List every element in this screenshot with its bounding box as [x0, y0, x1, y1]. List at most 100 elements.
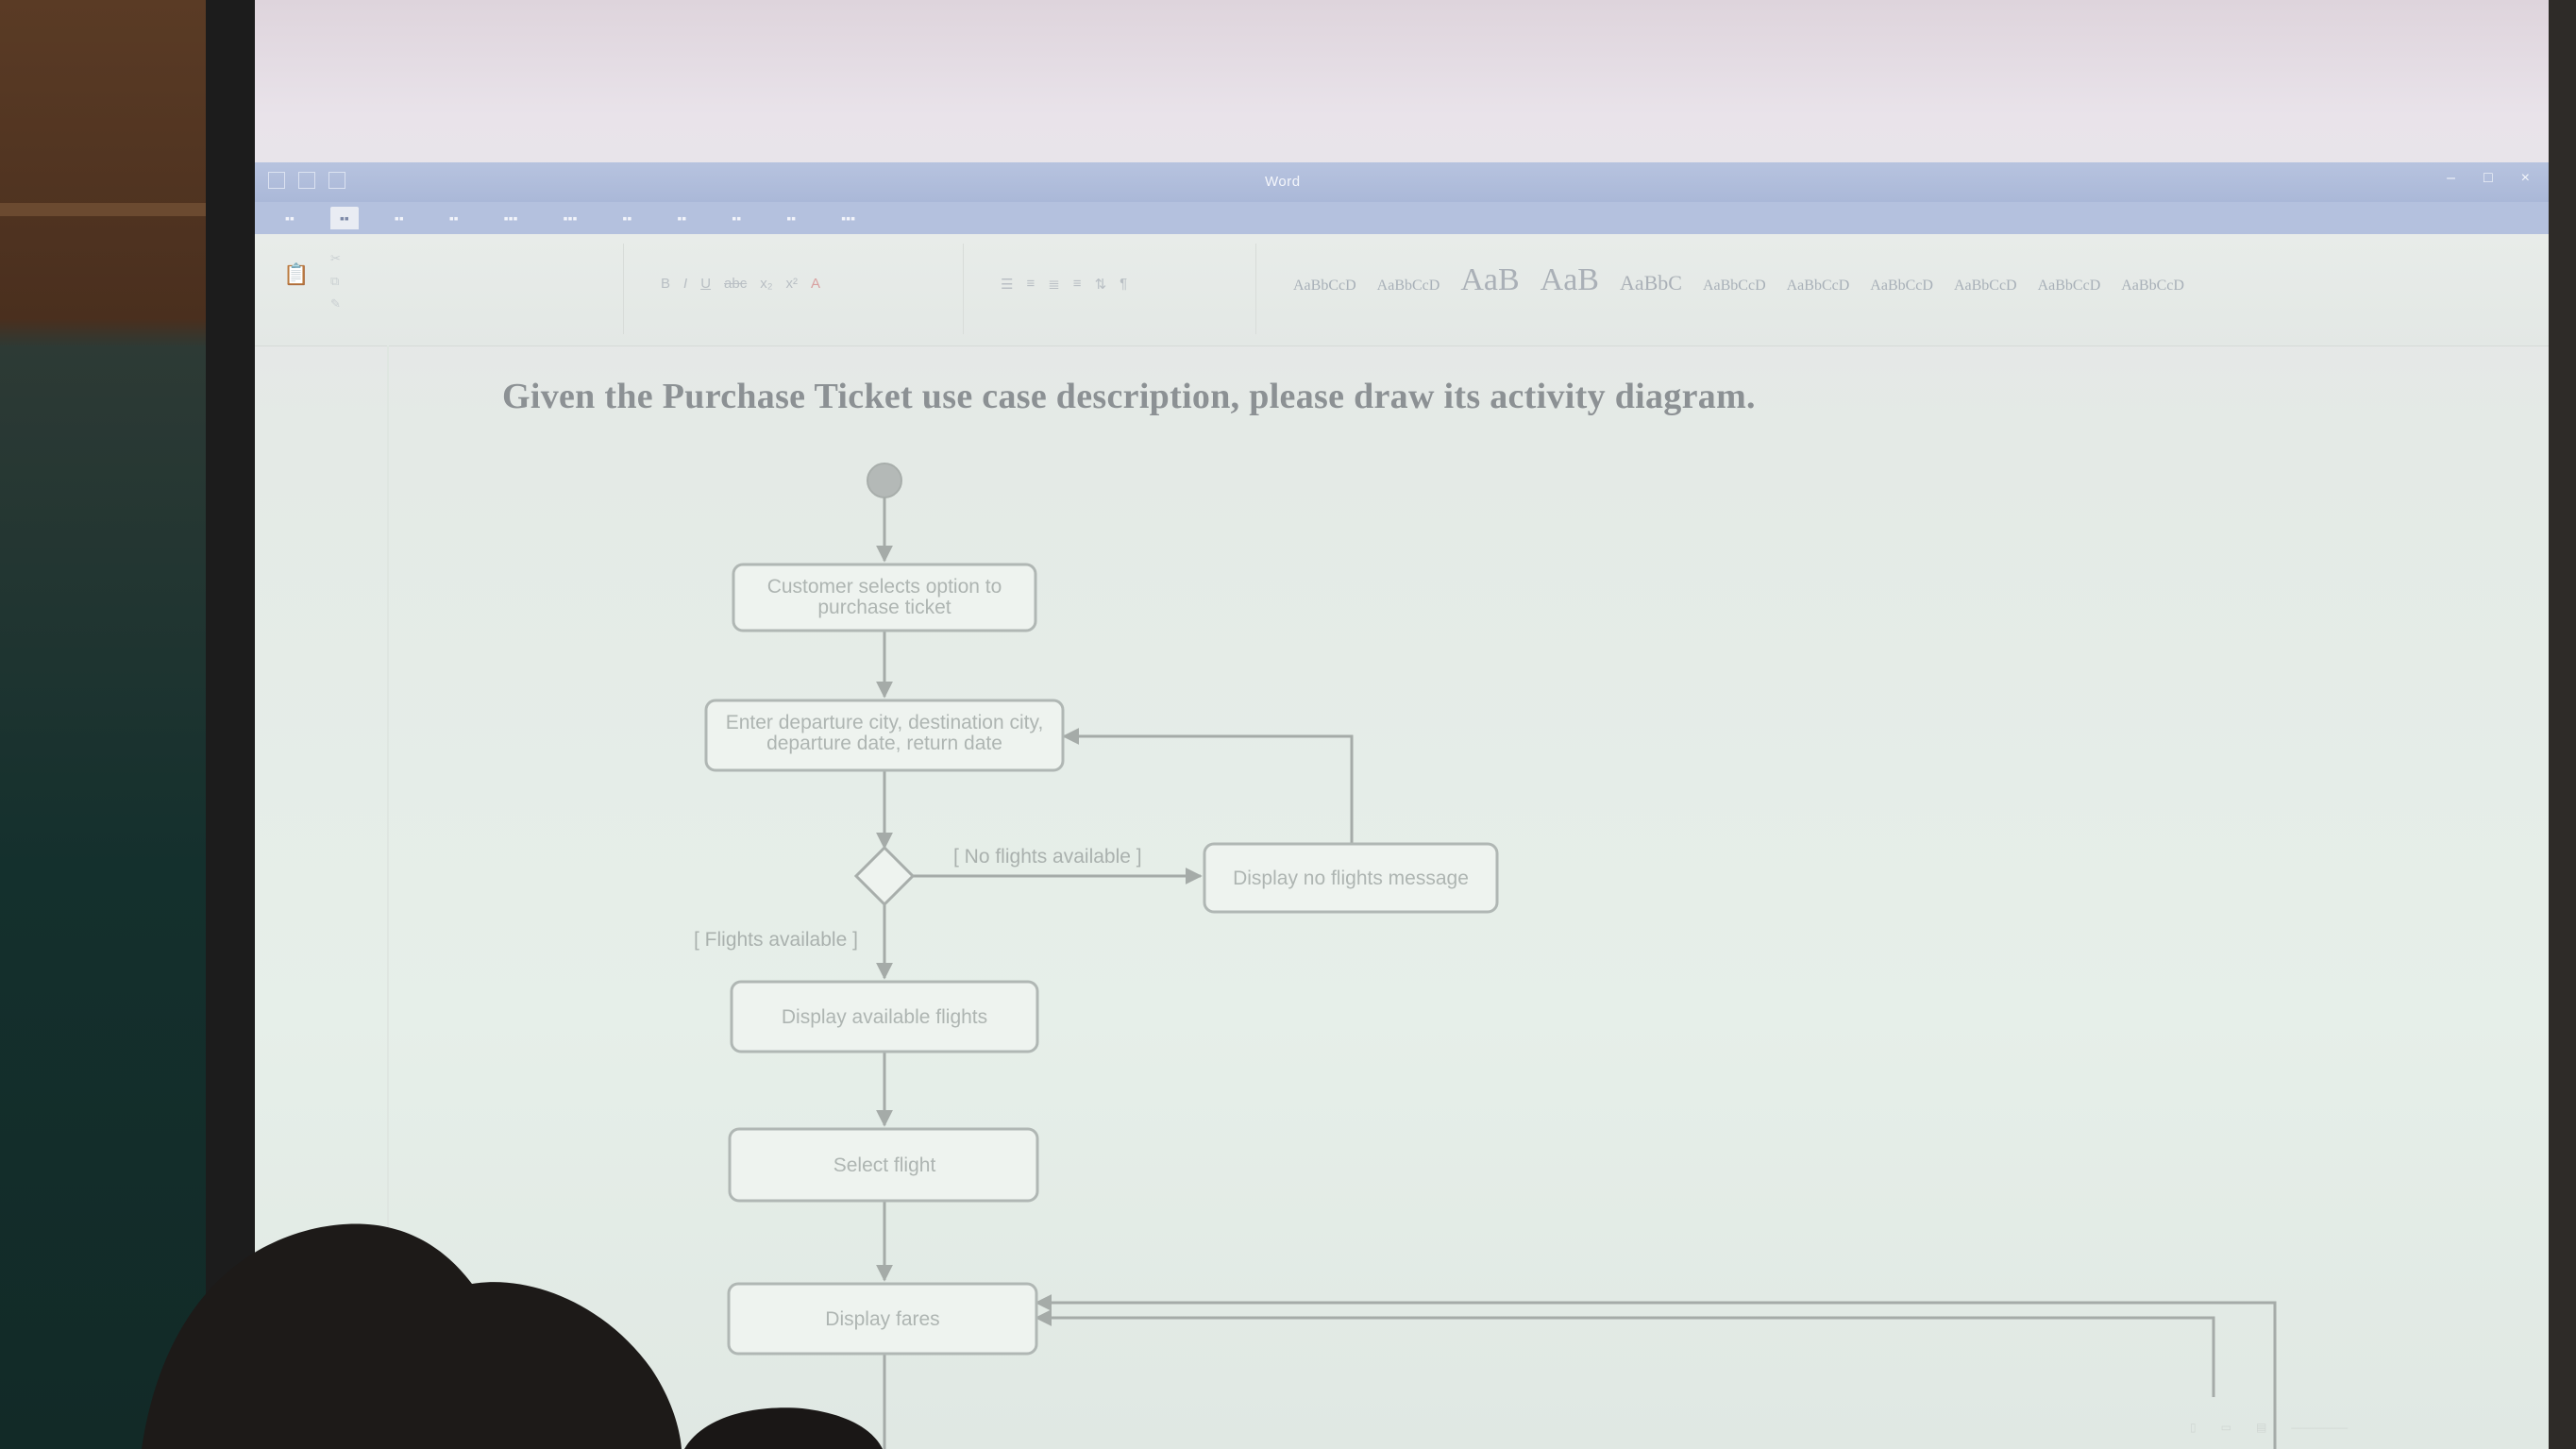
read-mode-icon[interactable]: ▯: [2190, 1421, 2197, 1434]
style-sample: AaBbC: [1619, 271, 1682, 295]
activity-diagram: Customer selects option to purchase tick…: [694, 463, 2277, 1449]
style-gallery-item[interactable]: AaBbCcD: [2121, 278, 2184, 295]
restore-icon[interactable]: □: [2483, 170, 2493, 186]
paste-icon[interactable]: 📋: [283, 262, 310, 286]
initial-node: [867, 463, 902, 498]
guard-no-flights: [ No flights available ]: [953, 846, 1142, 868]
tab-insert[interactable]: ▪▪: [394, 211, 404, 226]
document-area: Given the Purchase Ticket use case descr…: [255, 345, 2549, 1449]
window-controls: – □ ×: [2447, 170, 2530, 187]
guard-flights-available: [ Flights available ]: [694, 929, 858, 951]
window-title: Word: [1265, 174, 1301, 190]
print-layout-icon[interactable]: ▭: [2220, 1421, 2231, 1434]
node-enter-details-line1: Enter departure city, destination city,: [726, 712, 1044, 733]
copy-icon[interactable]: ⧉: [330, 274, 340, 288]
style-sample: AaBbCcD: [1953, 278, 2017, 294]
font-group: B I U abc x₂ x² A: [623, 244, 964, 334]
style-gallery-item[interactable]: AaBbCcD: [2038, 278, 2101, 295]
tab-layout[interactable]: ▪▪▪: [503, 211, 518, 226]
ribbon-tabs: ▪▪ ▪▪ ▪▪ ▪▪ ▪▪▪ ▪▪▪ ▪▪ ▪▪ ▪▪ ▪▪ ▪▪▪: [255, 202, 2549, 234]
word-title-bar: Word – □ ×: [255, 162, 2549, 202]
close-icon[interactable]: ×: [2520, 170, 2530, 186]
styles-group: AaBbCcD AaBbCcD AaB AaB AaBbC AaBbCcD AaBbCcD A…: [1255, 244, 2473, 334]
web-layout-icon[interactable]: ▤: [2255, 1421, 2267, 1434]
align-center-icon[interactable]: ≡: [1072, 276, 1082, 292]
node-select-flight-label: Select flight: [833, 1154, 936, 1176]
style-gallery-item[interactable]: AaB: [1541, 262, 1599, 298]
edge-loop-inner-to-fares: [1035, 1309, 2215, 1397]
zoom-slider[interactable]: —————: [2291, 1421, 2349, 1434]
tab-mailings[interactable]: ▪▪: [622, 211, 632, 226]
style-gallery-item[interactable]: AaBbCcD: [1954, 278, 2017, 295]
pilcrow-icon[interactable]: ¶: [1120, 276, 1128, 292]
style-gallery-item[interactable]: AaB: [1460, 262, 1519, 298]
numbering-icon[interactable]: ≡: [1026, 276, 1035, 292]
node-enter-details-line2: departure date, return date: [766, 733, 1002, 754]
style-gallery-item[interactable]: AaBbCcD: [1293, 278, 1356, 295]
minimize-icon[interactable]: –: [2447, 170, 2455, 186]
clipboard-group: ✂ ⧉ ✎ 📋: [274, 244, 624, 334]
node-display-flights-label: Display available flights: [782, 1006, 987, 1028]
style-sample: AaBbCcD: [1293, 278, 1356, 294]
page-margin-edge: [387, 345, 389, 1449]
node-no-flights-message-label: Display no flights message: [1233, 868, 1469, 889]
bold-icon[interactable]: B: [661, 276, 671, 292]
format-painter-icon[interactable]: ✎: [330, 296, 341, 311]
projector-screen: Word – □ × ▪▪ ▪▪ ▪▪ ▪▪ ▪▪▪ ▪▪▪ ▪▪ ▪▪ ▪▪ …: [255, 0, 2549, 1449]
undo-icon[interactable]: [298, 172, 315, 189]
tab-file[interactable]: ▪▪: [285, 211, 295, 226]
styles-gallery: AaBbCcD AaBbCcD AaB AaB AaBbC AaBbCcD AaBbCcD A…: [1293, 262, 2184, 298]
screen-right-edge: [2549, 0, 2576, 1449]
projector-screen-frame: [206, 0, 257, 1449]
cut-icon[interactable]: ✂: [330, 251, 341, 265]
font-color-icon[interactable]: A: [811, 276, 821, 292]
question-heading: Given the Purchase Ticket use case descr…: [502, 377, 1756, 416]
strikethrough-icon[interactable]: abc: [724, 276, 748, 292]
save-icon[interactable]: [268, 172, 285, 189]
tab-view[interactable]: ▪▪: [732, 211, 742, 226]
style-sample: AaB: [1540, 262, 1599, 297]
redo-icon[interactable]: [328, 172, 345, 189]
underline-icon[interactable]: U: [700, 276, 712, 292]
style-sample: AaBbCcD: [2037, 278, 2101, 294]
paragraph-group: ☰ ≡ ≣ ≡ ⇅ ¶: [963, 244, 1256, 334]
font-format-row: B I U abc x₂ x² A: [661, 276, 820, 292]
style-sample: AaBbCcD: [1376, 278, 1440, 294]
status-bar: ▯ ▭ ▤ —————: [2190, 1421, 2539, 1441]
superscript-icon[interactable]: x²: [785, 276, 799, 292]
subscript-icon[interactable]: x₂: [760, 276, 773, 292]
edge-loop-outer-to-fares: [1035, 1294, 2277, 1449]
align-left-icon[interactable]: ≣: [1048, 277, 1060, 293]
tab-developer[interactable]: ▪▪: [786, 211, 797, 226]
style-gallery-item[interactable]: AaBbCcD: [1377, 278, 1440, 295]
style-sample: AaBbCcD: [1870, 278, 1933, 294]
style-gallery-item[interactable]: AaBbCcD: [1703, 278, 1766, 295]
node-display-fares-label: Display fares: [825, 1308, 939, 1330]
bullets-icon[interactable]: ☰: [1001, 277, 1014, 293]
style-sample: AaBbCcD: [2121, 278, 2184, 294]
style-sample: AaBbCcD: [1786, 278, 1850, 294]
tab-review[interactable]: ▪▪: [677, 211, 687, 226]
italic-icon[interactable]: I: [683, 276, 688, 292]
node-select-flight: Select flight: [728, 1127, 1039, 1203]
quick-access-toolbar: [268, 172, 345, 189]
style-gallery-item[interactable]: AaBbCcD: [1870, 278, 1933, 295]
node-select-option: Customer selects option to purchase tick…: [732, 563, 1037, 632]
tab-design[interactable]: ▪▪: [448, 211, 459, 226]
tab-home[interactable]: ▪▪: [329, 207, 359, 229]
style-sample: AaB: [1460, 262, 1520, 297]
tab-references[interactable]: ▪▪▪: [563, 211, 578, 226]
node-display-flights: Display available flights: [730, 980, 1039, 1053]
style-gallery-item[interactable]: AaBbCcD: [1787, 278, 1850, 295]
node-enter-details: Enter departure city, destination city, …: [704, 699, 1065, 772]
node-select-option-line1: Customer selects option to: [767, 576, 1002, 598]
edge-noflights-loop-back: [1062, 728, 1354, 844]
node-no-flights-message: Display no flights message: [1203, 842, 1499, 914]
paragraph-format-row: ☰ ≡ ≣ ≡ ⇅ ¶: [1001, 276, 1127, 293]
tab-addins[interactable]: ▪▪▪: [841, 211, 856, 226]
style-gallery-item[interactable]: AaBbC: [1620, 271, 1682, 295]
sort-icon[interactable]: ⇅: [1094, 277, 1107, 293]
decision-node: [853, 845, 916, 907]
wall-trim: [0, 203, 217, 216]
node-display-fares: Display fares: [727, 1282, 1038, 1356]
